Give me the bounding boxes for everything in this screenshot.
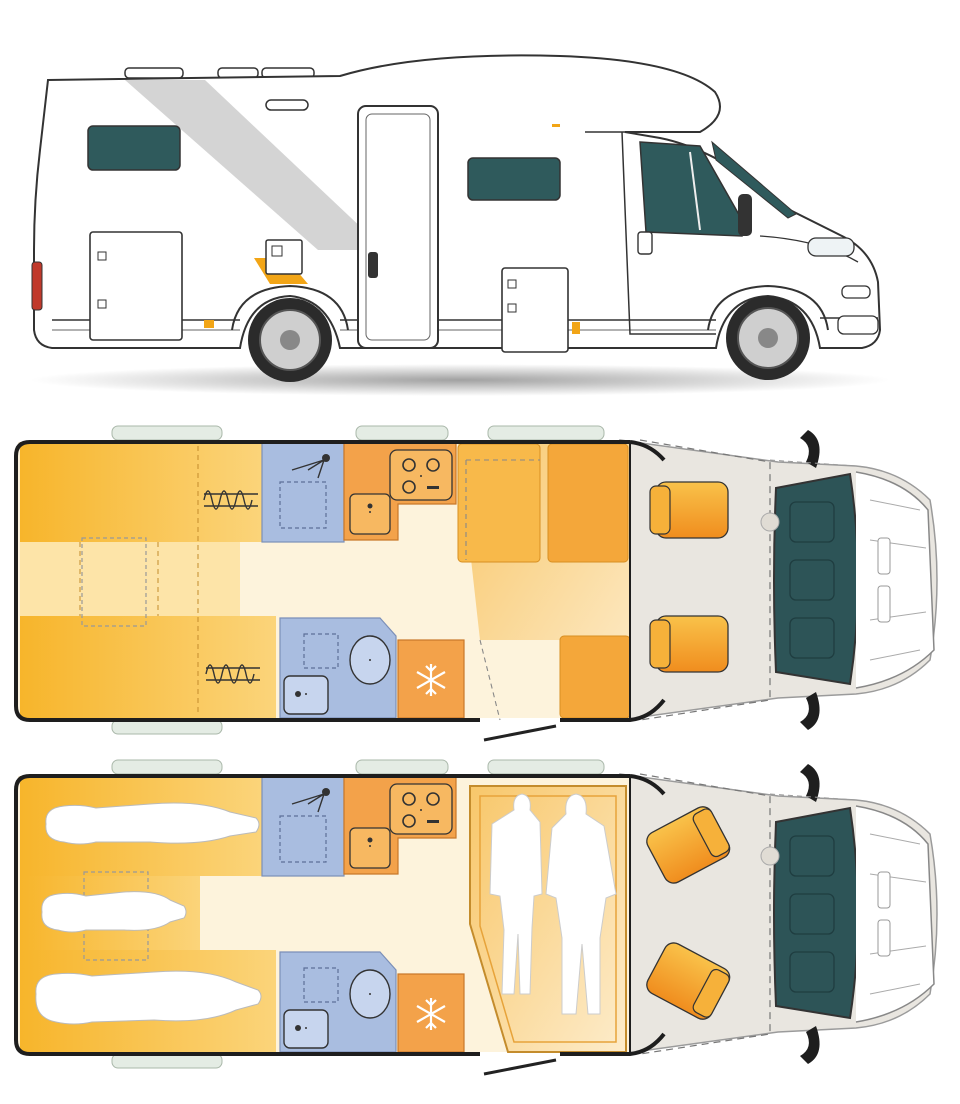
cab-door-handle[interactable]: [637, 231, 653, 255]
door-handle[interactable]: [368, 252, 378, 278]
entrance-door-inner: [365, 113, 431, 341]
side-mirror: [738, 194, 752, 236]
person-standing-icon: [545, 793, 617, 1015]
front-wheel-arch: [707, 284, 829, 331]
entrance-door[interactable]: [357, 105, 439, 349]
rear-wheel: [248, 298, 332, 382]
floor-plans: [14, 425, 938, 1076]
rear-light: [31, 261, 43, 311]
roof-vent: [265, 99, 309, 111]
toilet-icon: [369, 993, 371, 995]
body-grey-stripe: [125, 80, 385, 250]
rear-window: [87, 125, 181, 171]
bed-cushion: [81, 537, 147, 627]
seat-icon: [649, 615, 729, 673]
person-sleeping-icon: [41, 891, 187, 933]
rear-wheel-arch: [231, 284, 349, 331]
headlight: [807, 237, 855, 257]
plan-window: [111, 425, 223, 441]
entrance-door-swing: [483, 1058, 557, 1076]
heater-icon: [203, 490, 258, 510]
hob-icon: [420, 809, 422, 811]
motorhome-side-view: [30, 54, 890, 396]
hob-icon: [420, 475, 422, 477]
plan-window: [355, 425, 449, 441]
bed-bottom: [20, 616, 276, 718]
utility-hatch-lock: [507, 279, 517, 289]
bumper: [837, 315, 879, 335]
front-wheel: [726, 296, 810, 380]
seat-icon: [646, 806, 731, 884]
shower-icon: [291, 454, 330, 479]
person-sleeping-icon: [35, 970, 262, 1025]
cab-area: [619, 763, 938, 1065]
service-flap[interactable]: [265, 239, 303, 275]
storage-hatch-lock: [97, 299, 107, 309]
fridge-snowflake-icon: [416, 998, 446, 1030]
orange-marker: [204, 320, 214, 328]
floor-plan-day: [14, 425, 938, 742]
washbasin-icon: [305, 693, 307, 695]
fog-light: [841, 285, 871, 299]
orange-marker: [572, 322, 580, 334]
dinette-seat: [559, 635, 631, 719]
roof-logo-accent: [552, 124, 560, 127]
storage-hatch-lock: [97, 251, 107, 261]
washbasin-icon: [305, 1027, 307, 1029]
bed-top: [20, 442, 262, 542]
cab-door-line: [621, 131, 716, 335]
utility-hatch-lock: [507, 303, 517, 313]
sink-icon: [369, 845, 371, 847]
bed-middle: [20, 542, 240, 616]
person-sleeping-icon: [45, 802, 260, 845]
cab-area: [619, 429, 938, 731]
plan-window: [487, 759, 605, 775]
heater-icon: [205, 664, 260, 684]
floor-plan-night: [14, 759, 938, 1076]
service-flap-inner: [271, 245, 283, 257]
person-standing-icon: [489, 793, 543, 995]
toilet-icon: [369, 659, 371, 661]
windscreen: [711, 140, 797, 219]
plan-front-wall: [629, 774, 666, 796]
dinette-bench: [547, 443, 629, 563]
ground-shadow: [30, 364, 890, 396]
sink-icon: [369, 511, 371, 513]
plan-front-wall: [629, 440, 666, 462]
dinette-bench: [457, 443, 541, 563]
cab-window-divider: [689, 151, 701, 231]
utility-hatch[interactable]: [501, 267, 569, 353]
seat-icon: [646, 942, 731, 1020]
roof-skylight: [124, 67, 184, 79]
plan-window: [111, 759, 223, 775]
bed-divider: [79, 446, 199, 716]
side-window: [467, 157, 561, 201]
plan-window: [111, 719, 223, 735]
fridge-snowflake-icon: [416, 664, 446, 696]
dinette-outline: [465, 459, 540, 721]
storage-hatch[interactable]: [89, 231, 183, 341]
drop-down-bed-frame: [479, 795, 617, 1043]
plan-window: [355, 759, 449, 775]
entrance-door-swing: [483, 724, 557, 742]
plan-window: [487, 425, 605, 441]
seat-icon: [649, 481, 729, 539]
plan-window: [111, 1053, 223, 1069]
shower-icon: [291, 788, 330, 813]
